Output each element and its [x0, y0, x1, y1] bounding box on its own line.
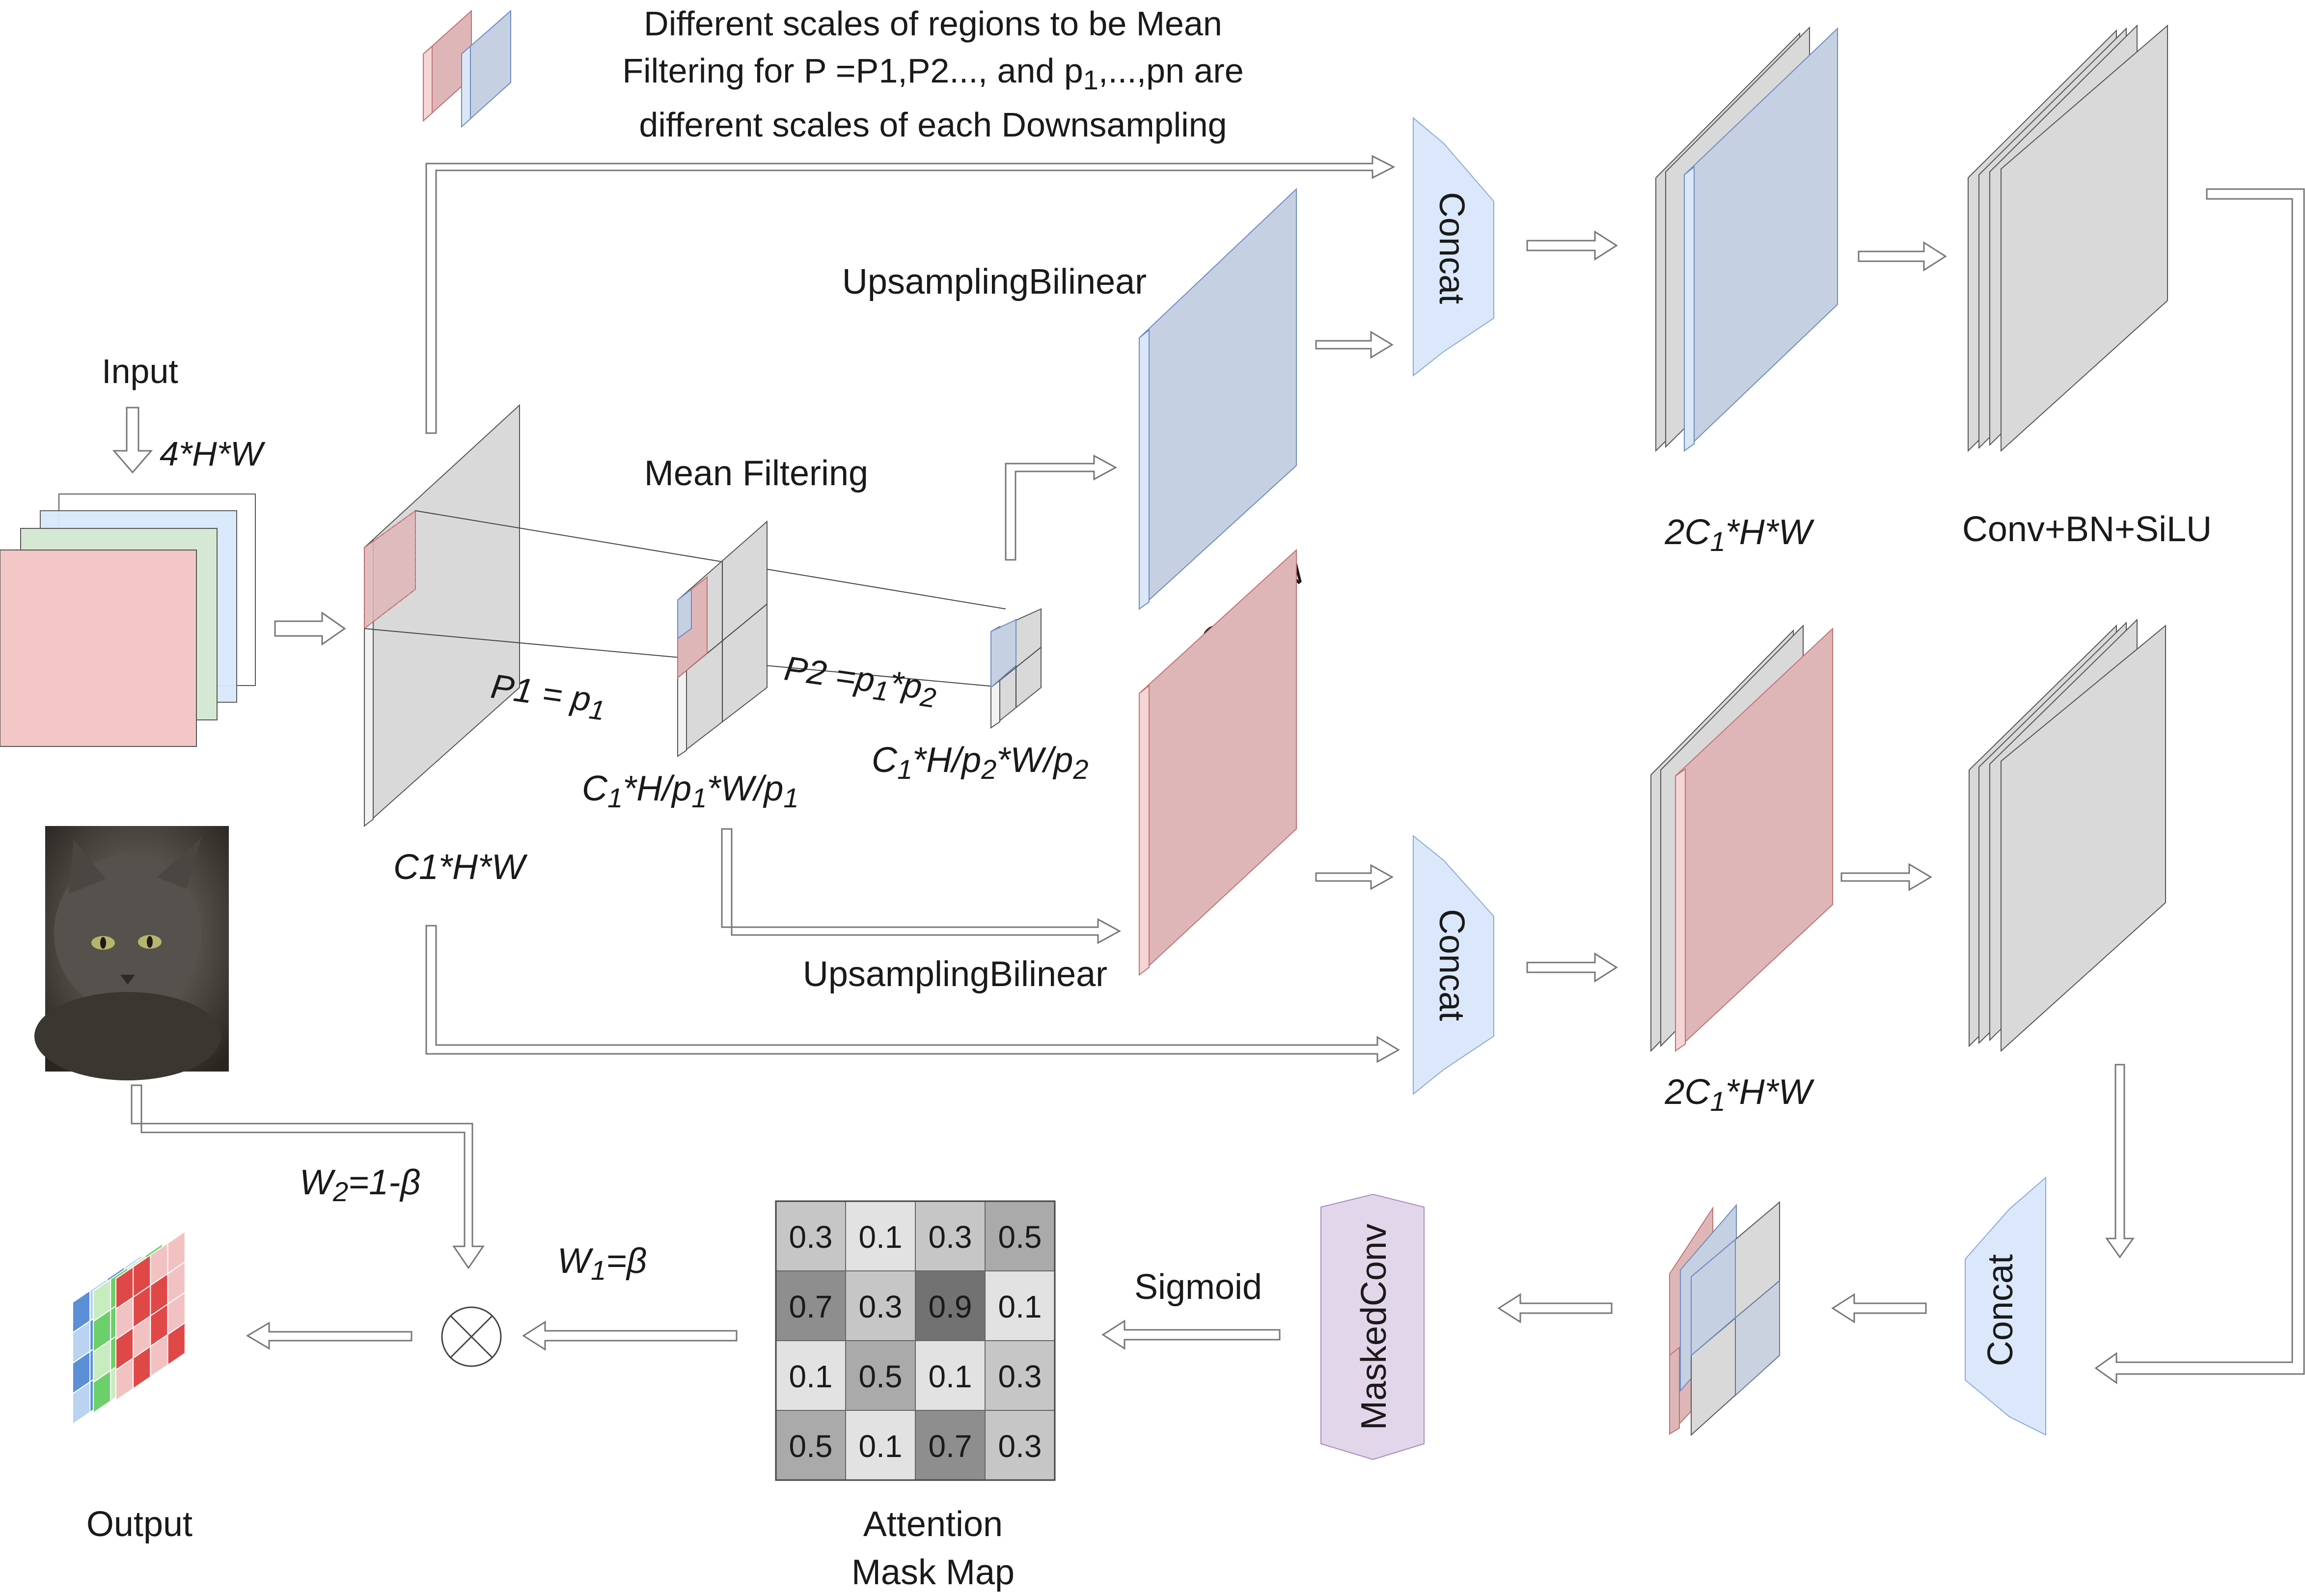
w2-label: W2=1-β — [300, 1163, 420, 1207]
conv-stack-top — [1968, 24, 2168, 452]
mid-to-upsample-blue-arrow — [1005, 454, 1118, 561]
2c1-bottom-to-conv-arrow — [1840, 863, 1932, 891]
skip-path-top — [425, 155, 1396, 434]
concat-bottom-to-2c1-arrow — [1526, 952, 1618, 983]
output-label: Output — [86, 1505, 192, 1544]
attention-cell — [915, 1270, 986, 1341]
masked-conv-block[interactable]: MaskedConv — [1320, 1193, 1425, 1460]
p1-equation: P1 = p1 — [488, 667, 609, 726]
attention-label-line1: Attention — [863, 1505, 1003, 1544]
sigmoid-label: Sigmoid — [1134, 1267, 1262, 1307]
input-to-c1-arrow — [274, 611, 346, 646]
cat-input-image — [34, 826, 229, 1080]
attention-cell — [985, 1340, 1055, 1411]
image-to-multiply-path — [131, 1084, 485, 1269]
input-layer-red — [0, 550, 197, 747]
upsampling-bottom-label: UpsamplingBilinear — [803, 955, 1107, 994]
w1-label: W1=β — [557, 1241, 647, 1286]
attention-cell — [775, 1340, 846, 1411]
attention-label-line2: Mask Map — [851, 1553, 1015, 1592]
blue-to-concat-arrow — [1315, 330, 1394, 359]
mid-to-upsample-red-arrow — [721, 828, 1122, 944]
legend-text-line2: Filtering for P =P1,P2..., and p1,...,pn… — [622, 52, 1243, 95]
upsampling-top-label: UpsamplingBilinear — [842, 262, 1147, 302]
attention-cell-value: 0.5 — [859, 1359, 903, 1394]
concat-right[interactable]: Concat — [1965, 1176, 2046, 1436]
attention-cell — [845, 1201, 916, 1271]
conv-bottom-to-concat-right-arrow — [2105, 1064, 2135, 1259]
feature-c1hw — [364, 404, 520, 827]
attention-cell-value: 0.1 — [929, 1359, 972, 1394]
concat-bottom-label: Concat — [1432, 909, 1471, 1021]
input-tensor-stack — [0, 494, 256, 747]
output-tensor — [72, 1230, 186, 1425]
concat-bottom[interactable]: Concat — [1413, 834, 1494, 1096]
conv-stack-bottom — [1969, 618, 2166, 1052]
concat-top-label: Concat — [1432, 192, 1471, 304]
p2-equation: P2 =p1*p2 — [781, 649, 940, 714]
mid-dims-label: C1*H/p1*W/p1 — [582, 769, 799, 813]
concat-right-label: Concat — [1981, 1254, 2020, 1366]
attention-cell-value: 0.1 — [859, 1219, 903, 1255]
input-down-arrow — [112, 407, 153, 474]
upsampled-blue-feature — [1139, 188, 1297, 610]
feature-mid-pooled — [677, 520, 768, 758]
concat-top[interactable]: Concat — [1413, 116, 1494, 377]
feature-2c1hw-bottom — [1650, 624, 1833, 1052]
multiply-operator — [441, 1306, 502, 1367]
attention-cell-value: 0.3 — [789, 1219, 833, 1255]
skip-path-bottom — [425, 925, 1400, 1063]
attention-cell — [775, 1201, 846, 1271]
attention-cell-value: 0.1 — [789, 1359, 833, 1394]
masked-conv-label: MaskedConv — [1354, 1224, 1394, 1430]
small-dims-label: C1*H/p2*W/p2 — [872, 741, 1089, 785]
mixed-feature-block — [1669, 1201, 1780, 1436]
attention-cell-value: 0.3 — [998, 1429, 1042, 1464]
attention-cell — [845, 1340, 916, 1411]
conv-top-to-concat-right-path — [2094, 188, 2305, 1384]
upsampled-red-feature — [1139, 549, 1297, 976]
2c1-top-to-conv-arrow — [1858, 241, 1947, 272]
2c1hw-bottom-label: 2C1*H*W — [1664, 1073, 1814, 1117]
input-label: Input — [102, 352, 178, 390]
attention-cell — [845, 1270, 916, 1341]
attention-cell-value: 0.9 — [929, 1289, 972, 1324]
attention-cell-value: 0.3 — [859, 1289, 903, 1324]
attention-cell — [985, 1410, 1055, 1481]
legend-scale-swatches — [423, 9, 511, 128]
attention-cell — [915, 1201, 986, 1271]
mixed-to-maskedconv-arrow — [1497, 1293, 1613, 1323]
concat-top-to-2c1-arrow — [1526, 230, 1618, 261]
mean-filtering-label: Mean Filtering — [644, 454, 868, 493]
feature-2c1hw-top — [1655, 26, 1838, 452]
attention-cell — [845, 1410, 916, 1481]
attention-cell-value: 0.5 — [789, 1429, 833, 1464]
c1hw-label: C1*H*W — [393, 848, 528, 887]
attention-cell-value: 0.1 — [998, 1289, 1042, 1324]
multiply-to-output-arrow — [246, 1321, 412, 1350]
legend-text-line3: different scales of each Downsampling — [639, 106, 1227, 144]
attention-cell-value: 0.7 — [929, 1429, 972, 1464]
output-cell — [167, 1321, 186, 1366]
attention-cell-value: 0.3 — [998, 1359, 1042, 1394]
attention-cell-value: 0.7 — [789, 1289, 833, 1324]
input-dims-label: 4*H*W — [160, 435, 266, 473]
attention-cell — [915, 1340, 986, 1411]
attention-grid-border — [775, 1200, 1056, 1481]
maskedconv-to-attention-arrow — [1101, 1320, 1281, 1350]
attention-cell-value: 0.5 — [998, 1219, 1042, 1255]
legend-text-line1: Different scales of regions to be Mean — [644, 4, 1222, 43]
red-to-concat-arrow — [1315, 864, 1394, 890]
conv-bn-silu-label: Conv+BN+SiLU — [1962, 510, 2212, 549]
feature-small-pooled — [990, 608, 1042, 729]
attention-mask-map: 0.3 0.1 0.3 0.5 0.7 0.3 0.9 0.1 0.1 0.5 0.1 0.3 0.5 0… — [775, 1200, 1056, 1481]
attention-to-multiply-arrow — [522, 1321, 738, 1351]
attention-cell-value: 0.3 — [929, 1219, 972, 1255]
attention-cell — [915, 1410, 986, 1481]
2c1hw-top-label: 2C1*H*W — [1664, 513, 1814, 557]
concat-right-to-mixed-arrow — [1831, 1293, 1927, 1323]
attention-cell-value: 0.1 — [859, 1429, 903, 1464]
